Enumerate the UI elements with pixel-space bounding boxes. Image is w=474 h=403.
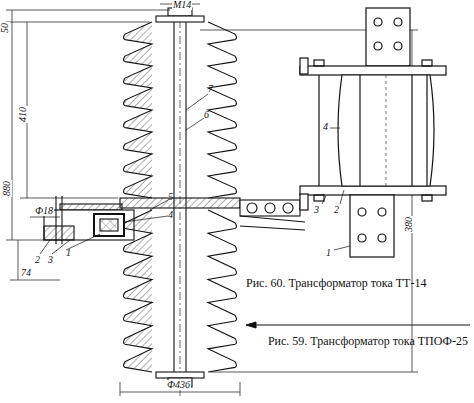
figure-caption: Рис. 59. Трансформатор тока ТПОФ-25 bbox=[246, 334, 468, 348]
callout-number: 1 bbox=[326, 248, 331, 258]
dimension-label: Ф18 bbox=[34, 206, 54, 216]
callout-number: 6 bbox=[204, 110, 209, 120]
dimension-label: 410 bbox=[18, 106, 28, 123]
figure-caption: Рис. 60. Трансформатор тока ТТ-14 bbox=[246, 276, 468, 290]
dimension-label: 380 bbox=[404, 216, 414, 233]
dimension-label: 50 bbox=[0, 22, 10, 34]
callout-number: 3 bbox=[314, 205, 319, 215]
callout-number: 7 bbox=[208, 84, 213, 94]
callout-number: 2 bbox=[334, 205, 339, 215]
callout-number: 2 bbox=[35, 255, 40, 265]
callout-number: 3 bbox=[48, 255, 53, 265]
dimension-label: 880 bbox=[2, 180, 12, 197]
callout-number: 4 bbox=[323, 122, 328, 132]
insulator-shed bbox=[124, 22, 153, 198]
dimension-label: 74 bbox=[20, 268, 32, 278]
callout-number: 5 bbox=[168, 192, 173, 202]
insulator-shed bbox=[124, 210, 153, 372]
dimension-label: M14 bbox=[172, 0, 192, 10]
callout-number: 4 bbox=[168, 210, 173, 220]
dimension-label: Ф436 bbox=[166, 380, 191, 390]
callout-number: 1 bbox=[66, 248, 71, 258]
insulator-shed bbox=[208, 22, 237, 198]
insulator-shed bbox=[208, 210, 237, 372]
